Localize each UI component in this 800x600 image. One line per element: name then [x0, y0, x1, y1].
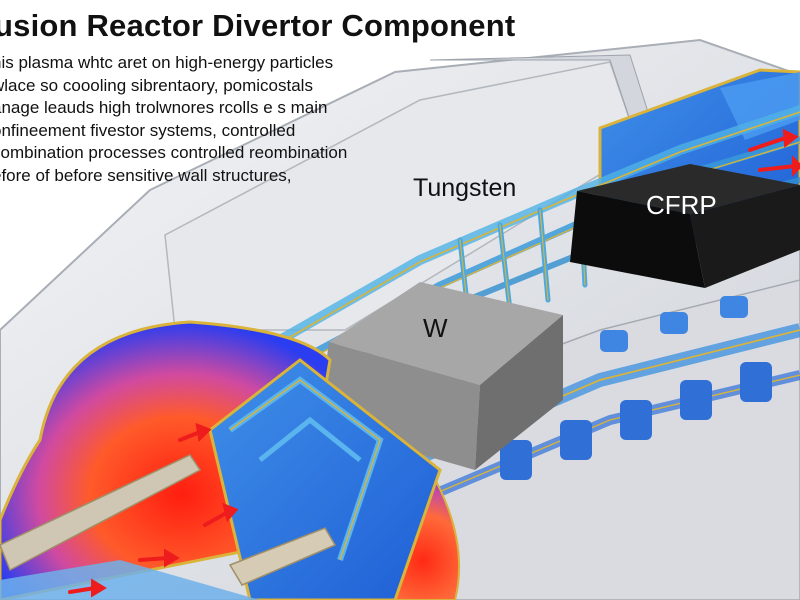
upper-blue-rib	[720, 72, 800, 140]
front-plate-left	[0, 454, 202, 572]
description-line: wlace so coooling sibrentaory, pomicosta…	[0, 75, 313, 95]
cfrp-label: CFRP	[646, 190, 717, 220]
description-line: combination processes controlled reombin…	[0, 143, 348, 163]
flow-arrows	[68, 128, 800, 598]
description-line: anage leauds high trolwnores rcolls e s …	[0, 98, 328, 118]
front-plate-base	[0, 560, 260, 600]
description-line: efore of before sensitive wall structure…	[0, 165, 292, 185]
page-title: usion Reactor Divertor Component	[0, 8, 516, 43]
w-label: W	[423, 313, 448, 343]
front-plate-right	[228, 527, 337, 586]
description-text: his plasma whtc aret on high-energy part…	[0, 52, 347, 188]
tungsten-label: Tungsten	[413, 174, 517, 202]
cfrp-block	[570, 164, 800, 288]
description-line: his plasma whtc aret on high-energy part…	[0, 53, 334, 72]
front-cassette-channels	[228, 376, 384, 561]
description-line: onfineement fivestor systems, controlled	[0, 120, 296, 140]
cooling-modules	[500, 296, 772, 480]
w-block	[318, 282, 563, 470]
